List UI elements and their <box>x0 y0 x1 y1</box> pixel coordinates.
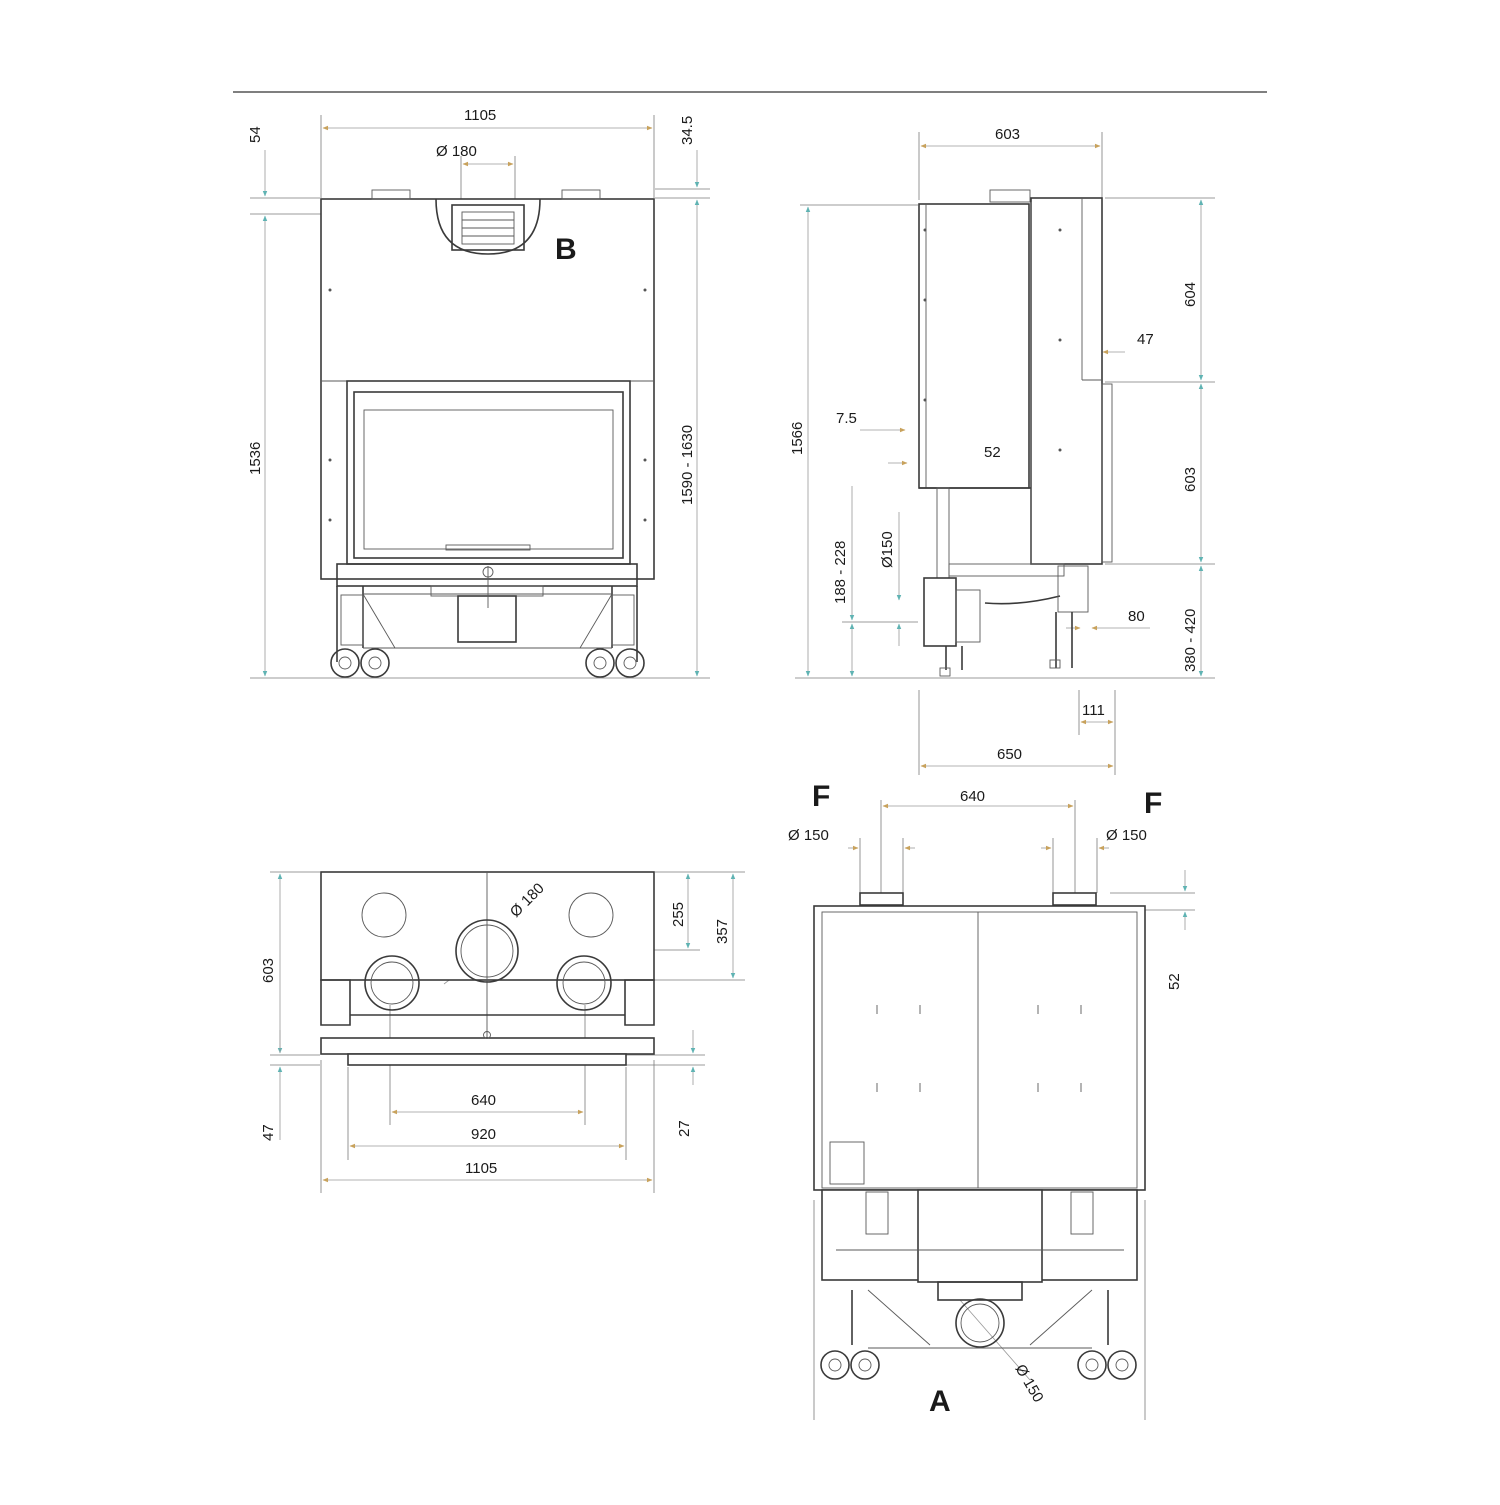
back-dim-52: 52 <box>1166 973 1183 990</box>
back-diameter-150-right: Ø 150 <box>1106 827 1147 844</box>
top-depth-603: 603 <box>260 958 277 983</box>
side-dim-111: 111 <box>1082 702 1105 719</box>
front-flue-diameter-180: Ø 180 <box>436 143 477 160</box>
side-height-380-420: 380 - 420 <box>1182 609 1199 672</box>
top-width-920: 920 <box>471 1126 496 1143</box>
back-label-f-left: F <box>812 780 830 813</box>
top-width-1105: 1105 <box>465 1160 497 1177</box>
back-width-640: 640 <box>960 788 985 805</box>
side-view <box>795 132 1215 775</box>
back-diameter-150-left: Ø 150 <box>788 827 829 844</box>
front-label-b: B <box>555 233 577 266</box>
back-label-a: A <box>929 1385 951 1418</box>
side-dim-47: 47 <box>1137 331 1154 348</box>
top-dim-47: 47 <box>260 1124 277 1141</box>
side-width-603: 603 <box>995 126 1020 143</box>
side-height-1566: 1566 <box>789 422 806 455</box>
side-diameter-150: Ø150 <box>879 531 896 568</box>
back-diameter-150-bottom: Ø 150 <box>1012 1362 1047 1406</box>
front-height-1590-1630: 1590 - 1630 <box>679 425 696 505</box>
top-width-640: 640 <box>471 1092 496 1109</box>
side-width-650: 650 <box>997 746 1022 763</box>
top-view <box>270 871 745 1193</box>
front-height-1536: 1536 <box>247 442 264 475</box>
front-dim-34-5: 34.5 <box>679 116 696 145</box>
side-dim-52: 52 <box>984 444 1001 461</box>
side-dim-80: 80 <box>1128 608 1145 625</box>
front-dim-54: 54 <box>247 126 264 143</box>
top-dim-255: 255 <box>670 902 687 927</box>
side-height-604: 604 <box>1182 282 1199 307</box>
side-height-603: 603 <box>1182 467 1199 492</box>
top-dim-357: 357 <box>714 919 731 944</box>
back-view <box>813 800 1195 1420</box>
top-dim-27: 27 <box>676 1120 693 1137</box>
front-view <box>250 115 710 679</box>
side-height-188-228: 188 - 228 <box>832 541 849 604</box>
front-width-1105: 1105 <box>464 107 496 124</box>
back-label-f-right: F <box>1144 787 1162 820</box>
side-dim-7-5: 7.5 <box>836 410 857 427</box>
